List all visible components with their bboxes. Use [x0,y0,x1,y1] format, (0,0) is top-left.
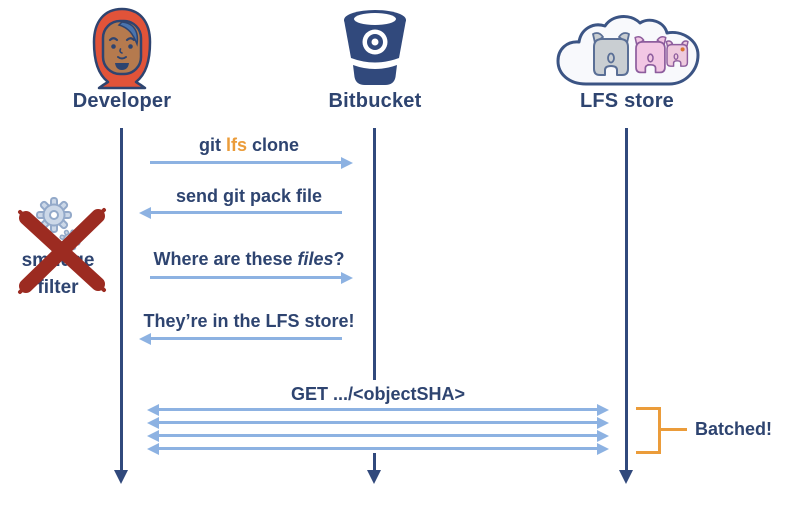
lifeline-bitbucket-lower [373,453,376,470]
batched-label: Batched! [695,419,773,439]
lifeline-developer-arrowhead [114,470,128,484]
actor-label-lfs-store: LFS store [579,90,675,112]
arrow-where-are-these-files [150,271,353,284]
lifeline-developer [120,128,123,470]
lifeline-lfs-store [625,128,628,470]
elephant-pink [634,35,667,74]
arrow-get-batch-1 [147,403,609,416]
lifeline-bitbucket-upper [373,128,376,380]
arrow-get-batch-2 [147,416,609,429]
arrow-git-lfs-clone [150,156,353,169]
lfs-cloud-elephants-icon [550,12,706,103]
message-git-lfs-clone: git lfs clone [69,135,429,156]
batched-bracket-bottom [636,451,661,454]
batched-bracket-top [636,407,661,410]
elephant-gray [592,32,630,76]
message-text: git [198,135,226,155]
lifeline-bitbucket-arrowhead [367,470,381,484]
bitbucket-bucket-icon [341,8,409,95]
message-text: ? [333,249,345,269]
arrow-theyre-in-lfs-store [139,332,342,345]
arrow-get-batch-3 [147,429,609,442]
message-theyre-in-lfs-store: They’re in the LFS store! [143,311,355,331]
actor-label-developer: Developer [72,90,172,112]
arrow-send-git-pack-file [139,206,342,219]
message-text: clone [247,135,300,155]
message-send-git-pack-file: send git pack file [175,186,323,206]
red-x-cross-icon [14,202,110,303]
message-where-are-these-files: Where are these files? [69,249,429,270]
smudge-filter-line2: filter [37,277,79,298]
arrow-get-batch-4 [147,442,609,455]
message-get-object-sha: GET .../<objectSHA> [290,384,466,404]
lifeline-lfs-arrowhead [619,470,633,484]
message-text-italic: files [297,249,334,269]
message-text-highlight: lfs [225,135,247,155]
elephant-small-pink [665,40,689,67]
actor-label-bitbucket: Bitbucket [328,90,422,112]
batched-bracket-stub [661,428,687,431]
message-text: Where are these [153,249,298,269]
batched-bracket-vertical [658,407,661,454]
developer-avatar-icon [84,6,160,95]
